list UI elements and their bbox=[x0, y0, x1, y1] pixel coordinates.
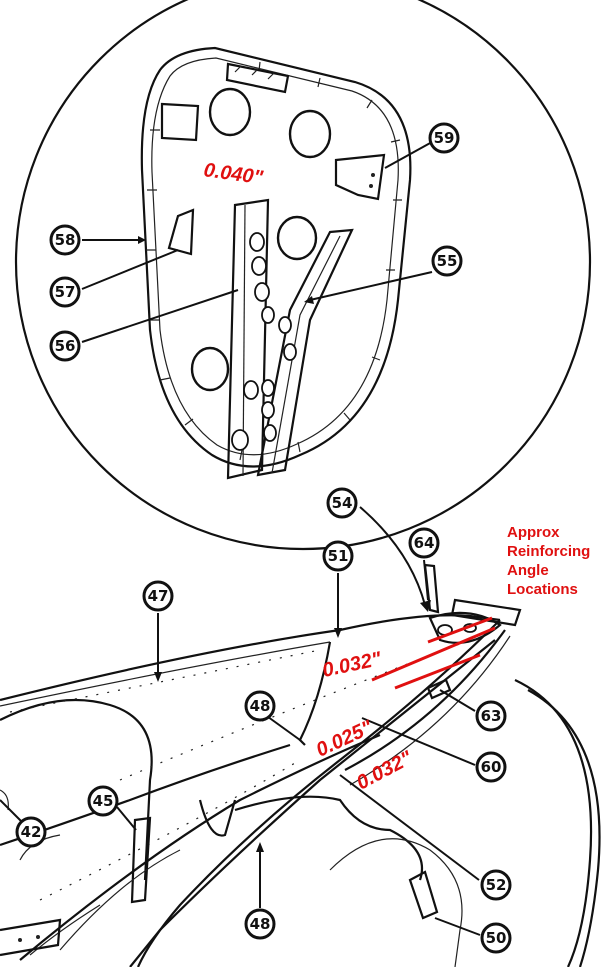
callout-42-label: 42 bbox=[21, 823, 42, 841]
callout-50-label: 50 bbox=[486, 929, 507, 947]
bulkhead-panel bbox=[140, 46, 412, 480]
callout-50: 50 bbox=[480, 922, 512, 954]
callout-54: 54 bbox=[326, 487, 358, 519]
callout-48-upper: 48 bbox=[244, 690, 276, 722]
leader-lines bbox=[0, 141, 481, 936]
callout-58-label: 58 bbox=[55, 231, 76, 249]
callout-57: 57 bbox=[49, 276, 81, 308]
callout-48-upper-label: 48 bbox=[250, 697, 271, 715]
callout-47-label: 47 bbox=[148, 587, 169, 605]
callout-60: 60 bbox=[475, 751, 507, 783]
callout-63-label: 63 bbox=[481, 707, 502, 725]
tailcone-assembly bbox=[0, 563, 601, 967]
callout-64-label: 64 bbox=[414, 534, 435, 552]
reinforcing-angle-note: Approx Reinforcing Angle Locations bbox=[507, 524, 590, 598]
callout-59: 59 bbox=[428, 122, 460, 154]
callout-51: 51 bbox=[322, 540, 354, 572]
callout-64: 64 bbox=[408, 527, 440, 559]
callout-48-lower-label: 48 bbox=[250, 915, 271, 933]
reinforcing-angle-line-1 bbox=[371, 626, 496, 682]
callout-51-label: 51 bbox=[328, 547, 349, 565]
callout-54-label: 54 bbox=[332, 494, 353, 512]
callout-45-label: 45 bbox=[93, 792, 114, 810]
callout-42: 42 bbox=[15, 816, 47, 848]
callout-56-label: 56 bbox=[55, 337, 76, 355]
callout-55-label: 55 bbox=[437, 252, 458, 270]
callout-48-lower: 48 bbox=[244, 908, 276, 940]
callout-45: 45 bbox=[87, 785, 119, 817]
note-line-4: Locations bbox=[507, 581, 578, 598]
callout-57-label: 57 bbox=[55, 283, 76, 301]
reinforcing-angle-line-3 bbox=[427, 616, 493, 644]
thickness-label-skin-mid: 0.025" bbox=[313, 716, 377, 761]
callout-60-label: 60 bbox=[481, 758, 502, 776]
callout-55: 55 bbox=[431, 245, 463, 277]
detail-magnifier-circle bbox=[14, 0, 592, 551]
reinforcing-angle-markers bbox=[371, 616, 496, 690]
reinforcing-angle-line-2 bbox=[394, 653, 481, 690]
callout-63: 63 bbox=[475, 700, 507, 732]
callout-47: 47 bbox=[142, 580, 174, 612]
note-line-2: Reinforcing bbox=[507, 543, 590, 560]
callout-52: 52 bbox=[480, 869, 512, 901]
callout-56: 56 bbox=[49, 330, 81, 362]
note-line-1: Approx bbox=[507, 524, 560, 541]
callout-58: 58 bbox=[49, 224, 81, 256]
thickness-label-skin-upper: 0.032" bbox=[320, 648, 383, 682]
note-line-3: Angle bbox=[507, 562, 549, 579]
thickness-label-skin-lower: 0.032" bbox=[353, 747, 416, 795]
callout-59-label: 59 bbox=[434, 129, 455, 147]
callout-52-label: 52 bbox=[486, 876, 507, 894]
